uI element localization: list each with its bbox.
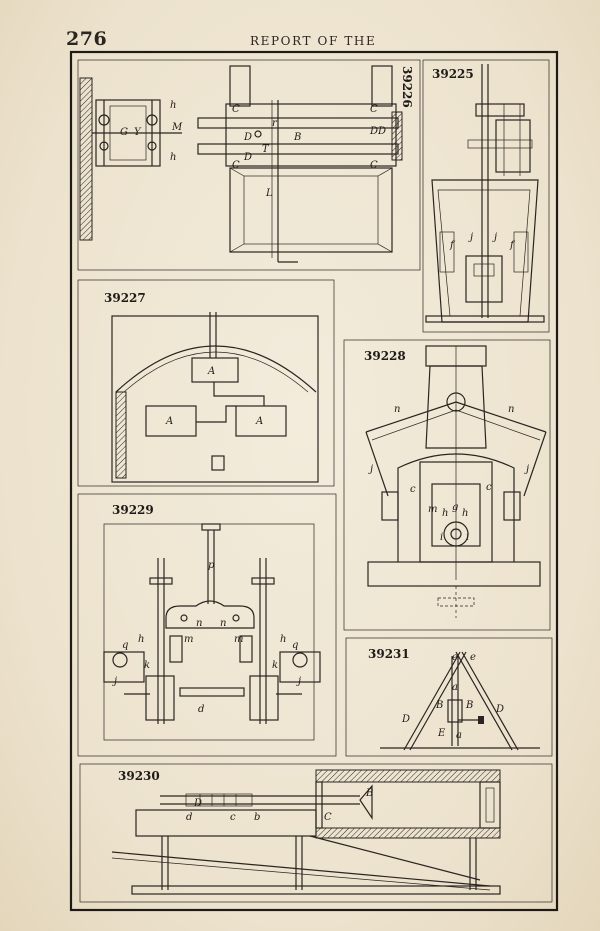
label-a: a — [452, 682, 458, 693]
label-g: g — [452, 502, 458, 513]
label-c: c — [486, 482, 492, 493]
label-h: h — [280, 634, 286, 645]
running-head: REPORT OF THE — [250, 34, 377, 48]
figure-number: 39228 — [364, 349, 406, 363]
label-D: D — [243, 152, 252, 163]
plate-border — [69, 50, 559, 912]
label-Y: Y — [134, 127, 142, 138]
label-f: f — [449, 240, 456, 251]
label-n: n — [220, 618, 226, 629]
label-G: G — [120, 127, 128, 138]
figure-39228: 39228 n n j j c c m h g h i i — [343, 339, 551, 631]
label-n: n — [394, 404, 400, 415]
label-A: A — [165, 416, 173, 427]
label-M: M — [171, 122, 183, 133]
label-b: b — [254, 812, 260, 823]
label-m: m — [234, 634, 243, 645]
label-c: c — [410, 484, 416, 495]
figure-39231: 39231 e e a B B D D E a — [345, 637, 553, 757]
label-C: C — [232, 160, 240, 171]
label-n: n — [196, 618, 202, 629]
label-c: c — [230, 812, 236, 823]
label-a: a — [456, 730, 462, 741]
label-C: C — [370, 160, 378, 171]
figure-number: 39230 — [118, 769, 160, 783]
label-C: C — [232, 104, 240, 115]
label-j: j — [492, 232, 497, 243]
label-D: D — [243, 132, 252, 143]
label-k: k — [272, 660, 278, 671]
figure-number: 39229 — [112, 503, 154, 517]
figure-39230: 39230 B D d c b C — [79, 763, 553, 903]
page-number: 276 — [66, 28, 108, 50]
label-B: B — [365, 788, 373, 799]
figure-number: 39231 — [368, 647, 410, 661]
figure-39225: 39225 j j f f — [422, 59, 550, 333]
figure-39226: 39226 G Y h M h C C C C — [77, 59, 421, 271]
label-B: B — [465, 700, 473, 711]
label-C: C — [370, 104, 378, 115]
label-D: D — [369, 126, 378, 137]
label-j: j — [468, 232, 473, 243]
label-j: j — [112, 676, 117, 687]
label-m: m — [184, 634, 193, 645]
label-h: h — [442, 508, 448, 519]
figure-number: 39226 — [400, 66, 414, 108]
label-k: k — [144, 660, 150, 671]
label-D: D — [495, 704, 504, 715]
label-A: A — [207, 366, 215, 377]
label-T: T — [262, 144, 270, 155]
label-p: p — [208, 560, 215, 571]
figure-number: 39227 — [104, 291, 146, 305]
label-q: q — [122, 640, 128, 651]
figure-39227: 39227 A A A — [77, 279, 335, 487]
label-d: d — [186, 812, 192, 823]
label-A: A — [255, 416, 263, 427]
label-r: r — [272, 118, 278, 129]
label-D: D — [401, 714, 410, 725]
wall-section — [79, 77, 93, 241]
label-e: e — [452, 652, 458, 663]
label-j: j — [524, 464, 529, 475]
label-i: i — [440, 532, 443, 543]
label-e: e — [470, 652, 476, 663]
label-d: d — [198, 704, 204, 715]
label-f: f — [509, 240, 516, 251]
label-j: j — [368, 464, 373, 475]
label-m: m — [428, 504, 437, 515]
figure-39229: 39229 p n n m m h h q q k k j — [77, 493, 337, 757]
label-C: C — [324, 812, 332, 823]
label-i: i — [466, 532, 469, 543]
label-B: B — [293, 132, 301, 143]
label-D: D — [193, 798, 202, 809]
label-n: n — [508, 404, 514, 415]
label-j: j — [296, 676, 301, 687]
label-B: B — [435, 700, 443, 711]
figure-number: 39225 — [432, 67, 474, 81]
label-D: D — [377, 126, 386, 137]
label-L: L — [265, 188, 273, 199]
label-h: h — [138, 634, 144, 645]
label-q: q — [292, 640, 298, 651]
label-h: h — [170, 100, 176, 111]
label-E: E — [437, 728, 446, 739]
label-h: h — [170, 152, 176, 163]
label-h: h — [462, 508, 468, 519]
